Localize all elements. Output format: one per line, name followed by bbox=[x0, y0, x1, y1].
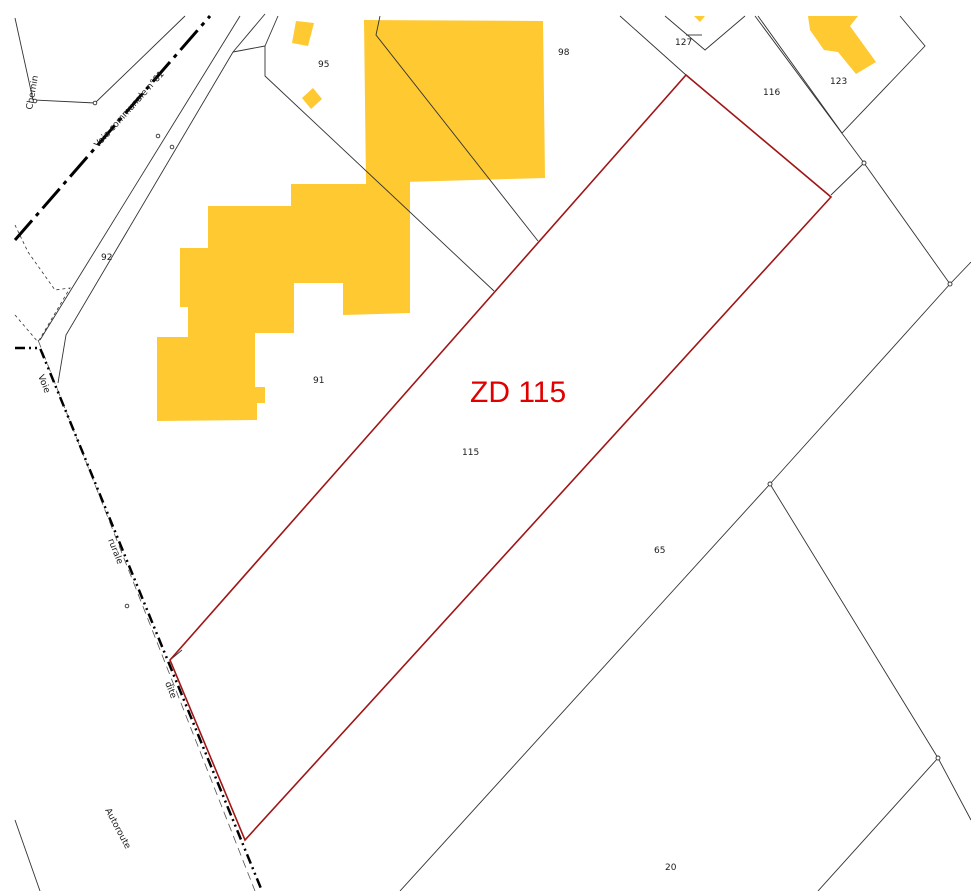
parcel-number-65: 65 bbox=[654, 546, 665, 556]
building-main-91 bbox=[157, 181, 410, 421]
parcel-boundaries bbox=[14, 13, 971, 891]
building-95-small-b bbox=[302, 88, 322, 109]
highlighted-parcel-zd-115[interactable] bbox=[169, 73, 833, 842]
parcel-number-20: 20 bbox=[665, 863, 677, 873]
building-98 bbox=[364, 20, 545, 183]
parcel-number-98: 98 bbox=[558, 48, 570, 58]
building-95-small-a bbox=[292, 21, 314, 46]
minor-lines bbox=[14, 224, 256, 891]
buildings-layer bbox=[157, 16, 876, 421]
parcel-number-115: 115 bbox=[462, 448, 479, 458]
parcel-number-92: 92 bbox=[101, 253, 112, 263]
parcel-number-95: 95 bbox=[318, 60, 329, 70]
building-127-small bbox=[694, 16, 705, 22]
parcel-number-91: 91 bbox=[313, 376, 324, 386]
parcel-numbers: 91 92 95 98 127 116 123 115 65 20 bbox=[101, 38, 847, 873]
parcel-number-116: 116 bbox=[763, 88, 780, 98]
highlight-label: ZD 115 bbox=[470, 376, 566, 409]
survey-nodes bbox=[32, 98, 953, 761]
commune-boundaries bbox=[13, 15, 264, 891]
parcel-number-123: 123 bbox=[830, 77, 847, 87]
building-123 bbox=[808, 16, 876, 74]
parcel-number-127: 127 bbox=[675, 38, 692, 48]
